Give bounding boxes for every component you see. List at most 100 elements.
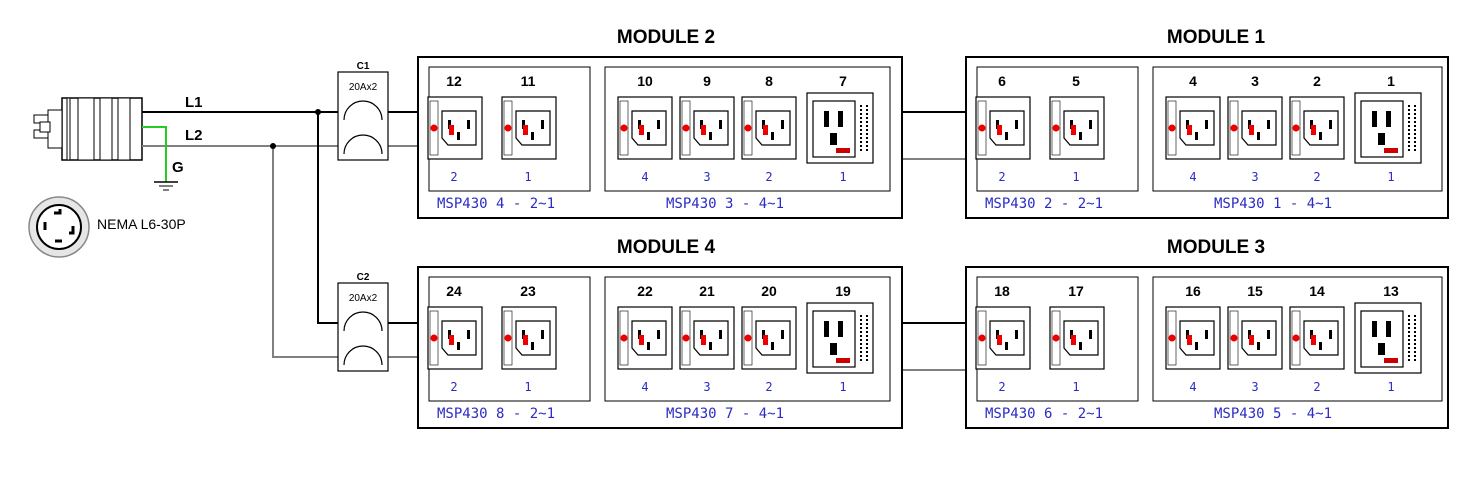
msp430-group-label: MSP430 4 - 2~1 (437, 196, 556, 212)
l1-branch-wire (317, 112, 338, 324)
outlet-c13 (1227, 96, 1283, 160)
module-4-box (965, 266, 1449, 429)
outlet-number: 4 (1189, 73, 1197, 89)
outlet-number: 16 (1185, 283, 1201, 299)
outlet-index: 1 (524, 170, 532, 184)
outlet-index: 2 (450, 170, 458, 184)
outlet-index: 1 (1387, 380, 1395, 394)
outlet-number: 6 (998, 73, 1006, 89)
outlet-c13 (501, 96, 557, 160)
outlet-index: 3 (1251, 170, 1259, 184)
outlet-c13 (741, 96, 797, 160)
outlet-index: 4 (641, 380, 649, 394)
outlet-number: 11 (520, 73, 536, 89)
breaker-1 (337, 71, 389, 161)
outlet-index: 4 (1189, 170, 1197, 184)
outlet-number: 12 (446, 73, 462, 89)
outlet-index: 1 (839, 380, 847, 394)
msp430-group-label: MSP430 8 - 2~1 (437, 406, 556, 422)
outlet-number: 5 (1072, 73, 1080, 89)
wires (142, 109, 966, 371)
outlet-c13 (1165, 96, 1221, 160)
outlet-c19 (1354, 92, 1422, 164)
outlet-c13 (741, 306, 797, 370)
outlet-c13 (679, 306, 735, 370)
outlet-c13 (1049, 306, 1105, 370)
module-1-box (417, 56, 903, 219)
breaker-c2-rating: 20Ax2 (348, 293, 378, 304)
outlet-index: 2 (998, 170, 1006, 184)
msp430-group-label: MSP430 6 - 2~1 (985, 406, 1104, 422)
outlet-index: 1 (1387, 170, 1395, 184)
module-title: MODULE 1 (1166, 27, 1266, 48)
module-3-box (417, 266, 903, 429)
outlet-index: 2 (1313, 380, 1321, 394)
outlet-number: 24 (446, 283, 462, 299)
outlet-number: 13 (1383, 283, 1399, 299)
outlet-index: 2 (765, 380, 773, 394)
outlet-c13 (617, 96, 673, 160)
outlet-index: 1 (839, 170, 847, 184)
outlet-number: 2 (1313, 73, 1321, 89)
outlet-index: 1 (1072, 170, 1080, 184)
outlet-number: 3 (1251, 73, 1259, 89)
outlet-c13 (427, 306, 483, 370)
outlet-number: 9 (703, 73, 711, 89)
outlet-number: 18 (994, 283, 1010, 299)
module-title: MODULE 2 (616, 27, 716, 48)
outlet-index: 3 (703, 170, 711, 184)
outlet-c13 (501, 306, 557, 370)
outlet-index: 4 (641, 170, 649, 184)
msp430-group-label: MSP430 7 - 4~1 (666, 406, 785, 422)
power-plug-icon (33, 97, 143, 161)
msp430-group-label: MSP430 3 - 4~1 (666, 196, 785, 212)
outlet-c13 (1289, 96, 1345, 160)
outlet-number: 22 (637, 283, 653, 299)
outlet-number: 17 (1068, 283, 1084, 299)
plug-type-label: NEMA L6-30P (97, 216, 186, 232)
breaker-2 (337, 282, 389, 372)
outlet-index: 2 (765, 170, 773, 184)
module-title: MODULE 3 (1166, 237, 1266, 258)
outlet-number: 14 (1309, 283, 1325, 299)
outlet-c19 (806, 92, 874, 164)
outlet-number: 10 (637, 73, 653, 89)
ground-label: G (172, 159, 184, 176)
l2-branch-wire (272, 146, 338, 358)
outlet-index: 1 (1072, 380, 1080, 394)
outlet-number: 7 (839, 73, 847, 89)
outlet-number: 1 (1387, 73, 1395, 89)
module-2-box (965, 56, 1449, 219)
module-title: MODULE 4 (616, 237, 716, 258)
outlet-c13 (1289, 306, 1345, 370)
outlet-number: 23 (520, 283, 536, 299)
outlet-c13 (679, 96, 735, 160)
breaker-c1-rating: 20Ax2 (348, 82, 378, 93)
msp430-group-label: MSP430 2 - 2~1 (985, 196, 1104, 212)
outlet-c13 (617, 306, 673, 370)
msp430-group-label: MSP430 5 - 4~1 (1214, 406, 1333, 422)
outlet-number: 21 (699, 283, 715, 299)
outlet-index: 3 (1251, 380, 1259, 394)
outlet-number: 19 (835, 283, 851, 299)
outlet-number: 20 (761, 283, 777, 299)
outlet-c13 (975, 306, 1031, 370)
ground-wire (142, 126, 167, 182)
outlet-index: 1 (524, 380, 532, 394)
outlet-c13 (1049, 96, 1105, 160)
outlet-c19 (806, 302, 874, 374)
outlet-index: 4 (1189, 380, 1197, 394)
outlet-index: 2 (450, 380, 458, 394)
breaker-c2-name: C2 (356, 272, 370, 283)
outlet-c13 (975, 96, 1031, 160)
outlet-c13 (1165, 306, 1221, 370)
outlet-c19 (1354, 302, 1422, 374)
outlet-index: 2 (998, 380, 1006, 394)
outlet-index: 3 (703, 380, 711, 394)
l1-label: L1 (185, 94, 203, 111)
outlet-number: 8 (765, 73, 773, 89)
l2-label: L2 (185, 127, 203, 144)
nema-plug-face-icon (28, 196, 90, 258)
msp430-group-label: MSP430 1 - 4~1 (1214, 196, 1333, 212)
